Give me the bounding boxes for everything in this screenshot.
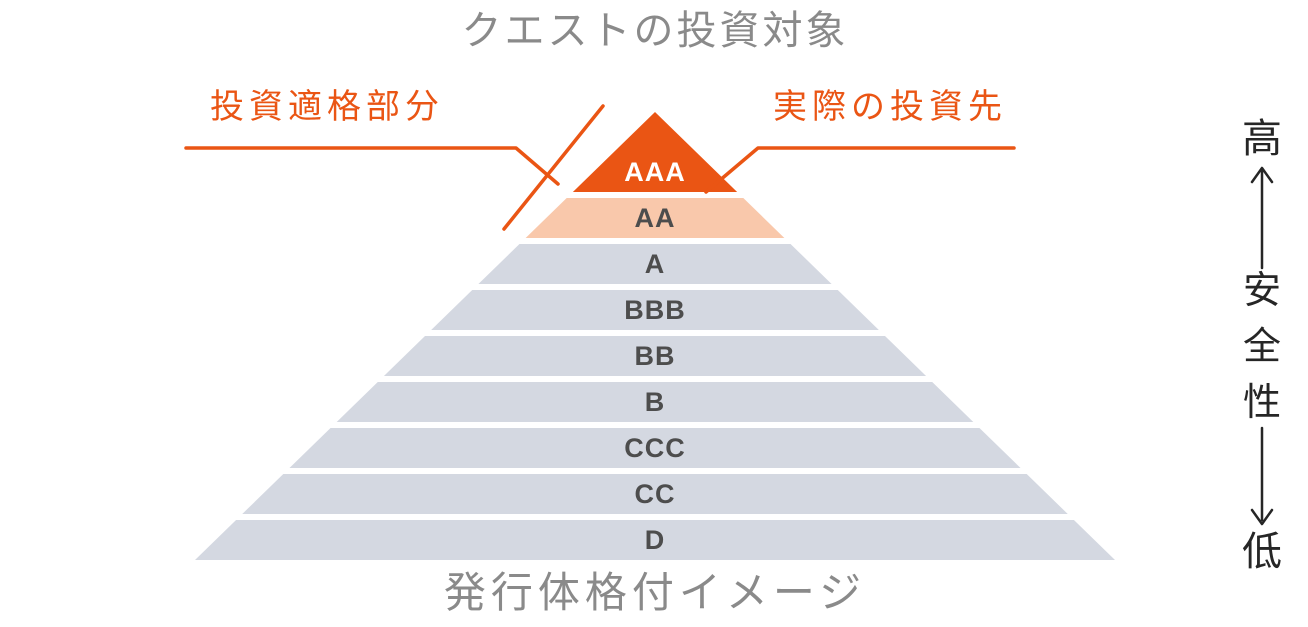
pyramid-level-CCC: [289, 428, 1021, 468]
safety-axis-label: 安全性: [1243, 270, 1281, 424]
safety-high-label: 高: [1242, 117, 1282, 161]
bottom-caption: 発行体格付イメージ: [444, 569, 866, 616]
rating-label-CC: CC: [635, 479, 676, 509]
arrow-down-icon: [1250, 426, 1274, 526]
rating-label-D: D: [645, 525, 666, 555]
rating-label-A: A: [645, 249, 666, 279]
actual-investment-callout-line: [704, 146, 1016, 194]
investment-grade-label: 投資適格部分: [210, 88, 444, 126]
actual-investment-label: 実際の投資先: [773, 88, 1007, 126]
left-callout: 投資適格部分: [184, 88, 605, 231]
pyramid-level-CC: [242, 474, 1068, 514]
pyramid-level-B: [336, 382, 974, 422]
safety-axis-char-0: 安: [1243, 270, 1281, 312]
pyramid-level-BB: [383, 336, 927, 376]
safety-axis-char-1: 全: [1243, 326, 1281, 368]
pyramid-level-AA: [525, 198, 785, 238]
rating-label-CCC: CCC: [624, 433, 686, 463]
rating-label-BB: BB: [635, 341, 676, 371]
page-title: クエストの投資対象: [462, 9, 849, 53]
pyramid-level-BBB: [431, 290, 879, 330]
safety-low-label: 低: [1242, 530, 1282, 574]
pyramid-level-D: [195, 520, 1115, 560]
divider-slash-line: [502, 104, 605, 231]
investment-grade-callout-line: [184, 146, 560, 186]
rating-label-AAA: AAA: [624, 157, 686, 187]
safety-axis: 高 安全性 低: [1242, 117, 1282, 574]
right-callout: 実際の投資先: [704, 88, 1016, 194]
rating-label-AA: AA: [635, 203, 676, 233]
pyramid-level-AAA: [572, 112, 738, 192]
arrow-up-icon: [1250, 166, 1274, 270]
rating-label-B: B: [645, 387, 666, 417]
rating-label-BBB: BBB: [624, 295, 686, 325]
safety-axis-char-2: 性: [1243, 382, 1281, 424]
pyramid-level-A: [478, 244, 832, 284]
